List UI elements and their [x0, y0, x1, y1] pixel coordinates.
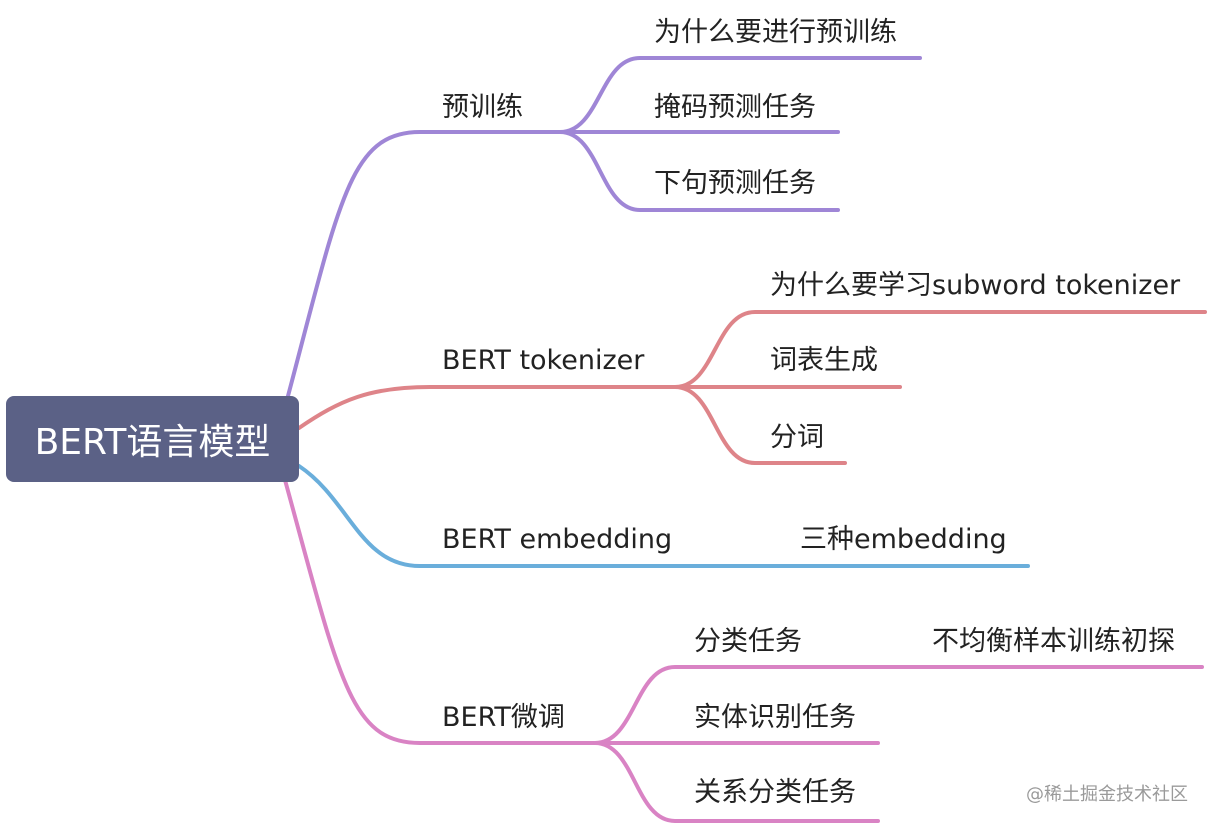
edge-root-pretraining: [286, 130, 562, 398]
node-pretraining[interactable]: 预训练: [442, 92, 523, 123]
node-tokenizer-child-2[interactable]: 词表生成: [770, 345, 878, 376]
edge-finetune-child-3: [593, 741, 880, 823]
node-embedding[interactable]: BERT embedding: [442, 524, 673, 555]
node-finetune-child-1[interactable]: 分类任务: [694, 626, 802, 657]
node-finetune-child-2[interactable]: 实体识别任务: [694, 702, 856, 733]
node-finetune-grandchild-1[interactable]: 不均衡样本训练初探: [932, 626, 1175, 657]
edge-root-embedding: [297, 464, 1030, 568]
edge-pretraining-child-1: [558, 56, 922, 134]
node-pretraining-child-1[interactable]: 为什么要进行预训练: [654, 17, 897, 48]
edge-finetune-child-1: [593, 665, 1204, 745]
node-tokenizer-child-1[interactable]: 为什么要学习subword tokenizer: [770, 270, 1181, 301]
node-embedding-child-1[interactable]: 三种embedding: [800, 524, 1007, 555]
edge-tokenizer-child-3: [673, 385, 847, 465]
root-node[interactable]: BERT语言模型: [6, 396, 299, 482]
edge-pretraining-child-3: [558, 130, 840, 212]
edge-tokenizer-child-1: [673, 310, 1207, 389]
node-finetune[interactable]: BERT微调: [442, 702, 565, 733]
edge-root-tokenizer: [297, 385, 677, 430]
node-pretraining-child-3[interactable]: 下句预测任务: [654, 168, 816, 199]
root-label: BERT语言模型: [34, 422, 271, 463]
node-tokenizer[interactable]: BERT tokenizer: [442, 345, 645, 376]
node-tokenizer-child-3[interactable]: 分词: [770, 422, 824, 453]
node-finetune-child-3[interactable]: 关系分类任务: [694, 777, 856, 808]
edge-root-finetune: [283, 478, 597, 745]
node-pretraining-child-2[interactable]: 掩码预测任务: [654, 92, 816, 123]
watermark: @稀土掘金技术社区: [1026, 784, 1188, 805]
